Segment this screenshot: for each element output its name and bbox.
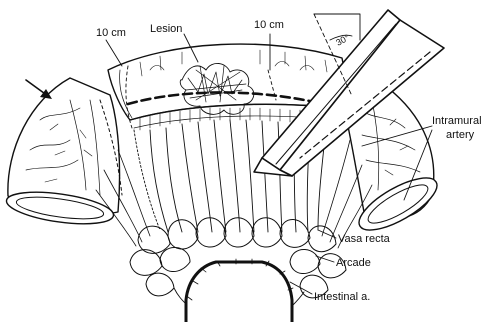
intestinal-label: Intestinal a. — [314, 291, 370, 303]
lesion-label: Lesion — [150, 23, 182, 35]
left-bowel-segment — [5, 78, 122, 229]
arcade-label: Arcade — [336, 257, 371, 269]
margin-left-label: 10 cm — [96, 27, 126, 39]
intestinal-artery — [174, 259, 304, 322]
vasa-recta-label: Vasa recta — [338, 233, 391, 245]
angle-label: 30° — [334, 32, 351, 47]
artery-label: artery — [446, 129, 475, 141]
arcades — [130, 218, 346, 298]
margin-right-label: 10 cm — [254, 19, 284, 31]
left-arrow — [26, 80, 52, 99]
intramural-label: Intramural — [432, 115, 482, 127]
